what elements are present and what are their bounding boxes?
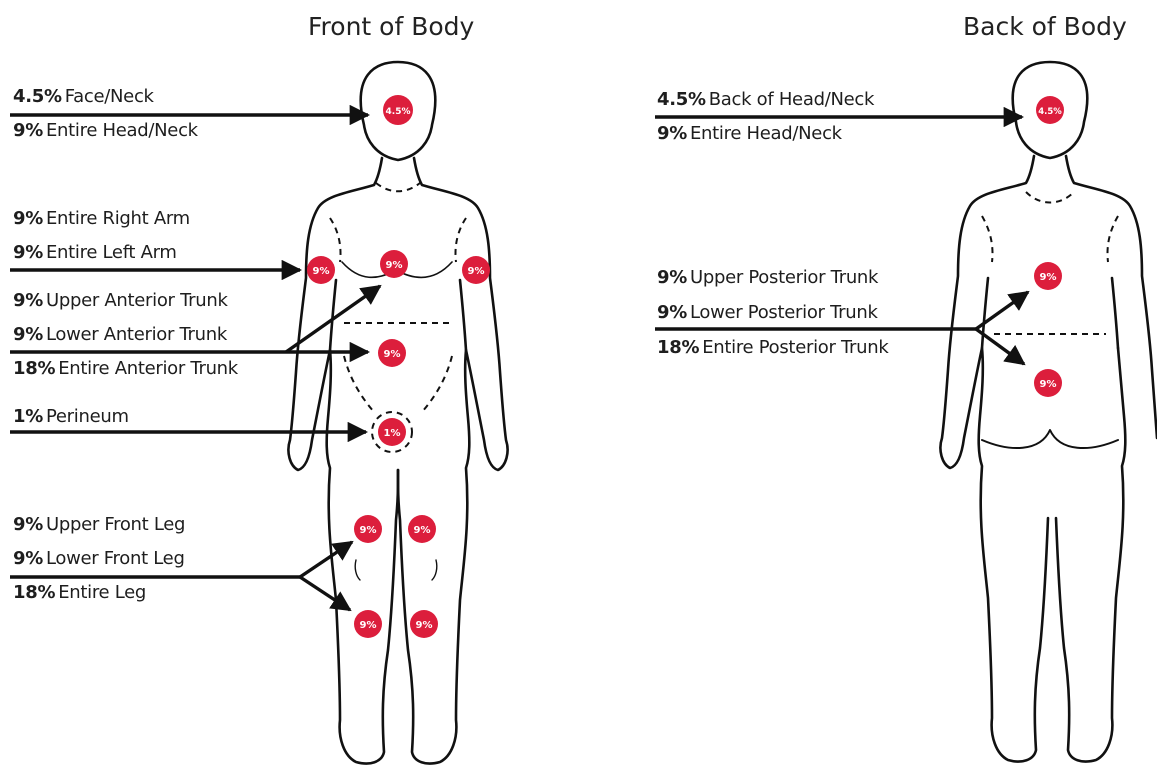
badge-back-lower: 9% — [1034, 369, 1062, 397]
svg-text:9%: 9% — [360, 525, 377, 536]
badge-front-left-arm: 9% — [462, 256, 490, 284]
badge-front-right-arm: 9% — [307, 256, 335, 284]
svg-text:9%: 9% — [416, 620, 433, 631]
badge-front-head: 4.5% — [383, 95, 413, 125]
svg-text:4.5%: 4.5% — [1038, 107, 1062, 117]
svg-text:9%: 9% — [468, 266, 485, 277]
svg-text:9%: 9% — [360, 620, 377, 631]
svg-text:9%: 9% — [1040, 379, 1057, 390]
badge-front-lower-leg-left: 9% — [410, 610, 438, 638]
svg-text:9%: 9% — [313, 266, 330, 277]
badge-front-lower-leg-right: 9% — [354, 610, 382, 638]
svg-text:4.5%: 4.5% — [386, 107, 411, 117]
badge-front-chest: 9% — [380, 250, 408, 278]
badge-front-upper-leg-right: 9% — [354, 515, 382, 543]
badge-front-upper-leg-left: 9% — [408, 515, 436, 543]
badge-back-head: 4.5% — [1036, 96, 1064, 124]
svg-text:9%: 9% — [1040, 272, 1057, 283]
svg-text:9%: 9% — [414, 525, 431, 536]
front-dashed-regions — [330, 183, 466, 452]
svg-text:9%: 9% — [384, 349, 401, 360]
badge-front-perineum: 1% — [378, 418, 406, 446]
svg-text:9%: 9% — [386, 260, 403, 271]
back-body-outline — [940, 62, 1157, 762]
badge-back-upper: 9% — [1034, 262, 1062, 290]
badge-front-abdomen: 9% — [378, 339, 406, 367]
pointer-arrows — [10, 115, 1028, 610]
svg-text:1%: 1% — [384, 428, 401, 439]
